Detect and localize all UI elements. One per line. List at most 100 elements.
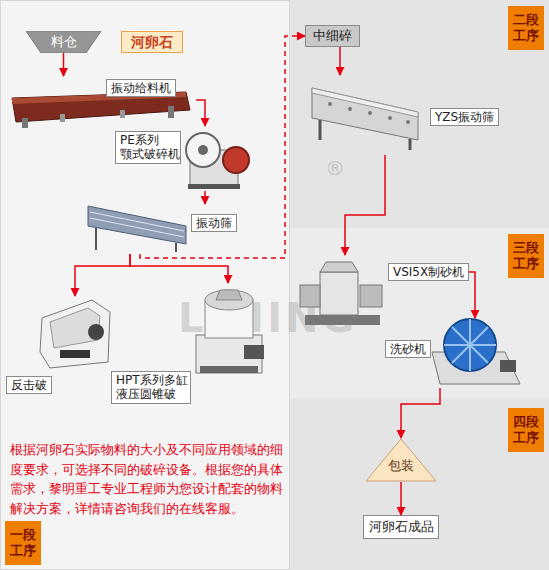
machine: PE系列 颚式破碎机	[111, 126, 251, 191]
machine: 洗砂机	[383, 318, 523, 388]
node-label: YZS振动筛	[430, 108, 499, 126]
package-shape-polygon	[366, 439, 436, 481]
impact-crusher-drawing	[40, 300, 110, 368]
process-box: 中细碎	[305, 25, 360, 47]
vsi-sand-maker-drawing-part	[320, 262, 358, 272]
yzs-screen-drawing-part	[368, 111, 372, 115]
feeder-drawing	[12, 92, 190, 128]
material-tag: 河卵石	[121, 31, 183, 53]
screen-drawing-part	[90, 218, 184, 237]
package-shape: 包装	[365, 438, 437, 482]
sand-washer-drawing-part	[444, 319, 496, 371]
flow-arrow	[400, 482, 402, 515]
impact-crusher-drawing-part	[50, 308, 100, 348]
flow-arrow	[448, 272, 475, 318]
sand-washer-drawing-part	[452, 327, 488, 363]
watermark: LIMING	[178, 298, 357, 338]
cone-crusher-drawing-part	[205, 290, 253, 310]
node-label: 料仓	[26, 31, 101, 53]
impact-crusher-drawing-part	[40, 300, 110, 368]
jaw-crusher-drawing-part	[198, 145, 208, 155]
vsi-sand-maker-drawing-part	[320, 272, 358, 315]
flow-arrow	[204, 191, 206, 204]
node-label: 洗砂机	[385, 340, 431, 358]
yzs-screen-drawing-part	[348, 107, 352, 111]
flow-arrow	[63, 53, 65, 76]
machine: 振动筛	[86, 204, 246, 254]
stage-tag: 三段 工序	[508, 234, 544, 278]
node-label: 河卵石成品	[369, 519, 434, 535]
node-label: 振动筛	[191, 214, 237, 232]
cone-crusher-drawing-part	[216, 290, 242, 300]
node-label: 包装	[365, 438, 437, 482]
jaw-crusher-drawing-part	[186, 133, 220, 167]
jaw-crusher-drawing-part	[188, 184, 240, 189]
machine: 反击破	[6, 296, 116, 401]
vsi-sand-maker-drawing-part	[360, 285, 382, 307]
jaw-crusher-drawing-part	[190, 150, 238, 186]
sand-washer-drawing	[432, 319, 520, 384]
note-text: 根据河卵石实际物料的大小及不同应用领域的细度要求，可选择不同的破碎设备。根据您的…	[10, 440, 288, 518]
node-label: VSI5X制砂机	[388, 263, 469, 281]
screen-drawing-part	[95, 228, 97, 250]
flow-arrow	[401, 388, 440, 438]
node-label: PE系列 颚式破碎机	[115, 131, 181, 164]
yzs-screen-drawing-part	[319, 120, 322, 140]
screen-drawing	[88, 206, 186, 252]
stage-panel: 二段 工序中细碎 YZS振动筛	[290, 0, 549, 228]
screen-drawing-part	[175, 243, 177, 252]
jaw-crusher-drawing-part	[223, 147, 249, 173]
yzs-screen-drawing-part	[388, 116, 392, 120]
screen-drawing-part	[88, 206, 186, 244]
yzs-screen-drawing-part	[328, 102, 332, 106]
feeder-drawing-part	[120, 110, 125, 118]
node-label: 河卵石	[131, 34, 173, 51]
vsi-sand-maker-drawing	[300, 262, 382, 325]
vsi-sand-maker-drawing-part	[305, 315, 380, 325]
flow-arrow	[140, 36, 305, 258]
machine: 振动给料机	[11, 76, 196, 131]
yzs-screen-drawing-part	[312, 88, 418, 140]
impact-crusher-drawing-part	[60, 350, 90, 358]
stage-tag: 二段 工序	[508, 6, 544, 50]
cone-crusher-drawing	[196, 290, 264, 373]
stage-tag: 一段 工序	[5, 521, 41, 565]
feeder-drawing-part	[60, 114, 65, 122]
flow-arrow	[196, 100, 205, 126]
yzs-screen-drawing	[312, 88, 418, 150]
feeder-drawing-part	[168, 106, 174, 118]
sand-washer-drawing-part	[432, 352, 520, 384]
machine: YZS振动筛	[305, 75, 520, 155]
node-label: 中细碎	[313, 28, 352, 44]
cone-crusher-drawing-part	[196, 335, 262, 373]
node-label: 振动给料机	[106, 79, 176, 97]
sand-washer-drawing-part	[444, 344, 496, 346]
screen-drawing-part	[90, 212, 184, 231]
flow-arrow	[130, 254, 228, 283]
cone-crusher-drawing-part	[244, 345, 264, 359]
yzs-screen-drawing-part	[406, 120, 410, 124]
cone-crusher-drawing-part	[200, 366, 258, 373]
watermark: ®	[325, 158, 345, 178]
stage-panel: 四段 工序包装河卵石成品	[290, 398, 549, 570]
feeder-drawing-part	[22, 118, 28, 128]
yzs-screen-drawing-part	[312, 88, 418, 117]
sand-washer-drawing-part	[469, 319, 471, 371]
flow-arrow	[75, 254, 130, 296]
stage-tag: 四段 工序	[508, 408, 544, 452]
jaw-crusher-drawing	[186, 133, 249, 189]
yzs-screen-drawing-part	[409, 139, 412, 150]
sand-washer-drawing-part	[500, 360, 516, 372]
node-label: 反击破	[6, 376, 52, 394]
cone-crusher-drawing-part	[205, 300, 253, 338]
feeder-drawing-part	[12, 92, 190, 122]
vsi-sand-maker-drawing-part	[300, 285, 320, 307]
product-box: 河卵石成品	[363, 515, 439, 539]
flow-arrow	[345, 155, 385, 255]
bin-shape-polygon	[26, 31, 101, 53]
node-label: HPT系列多缸 液压圆锥破	[111, 371, 191, 404]
feeder-drawing-part	[12, 92, 186, 104]
flow-arrow	[339, 47, 341, 75]
